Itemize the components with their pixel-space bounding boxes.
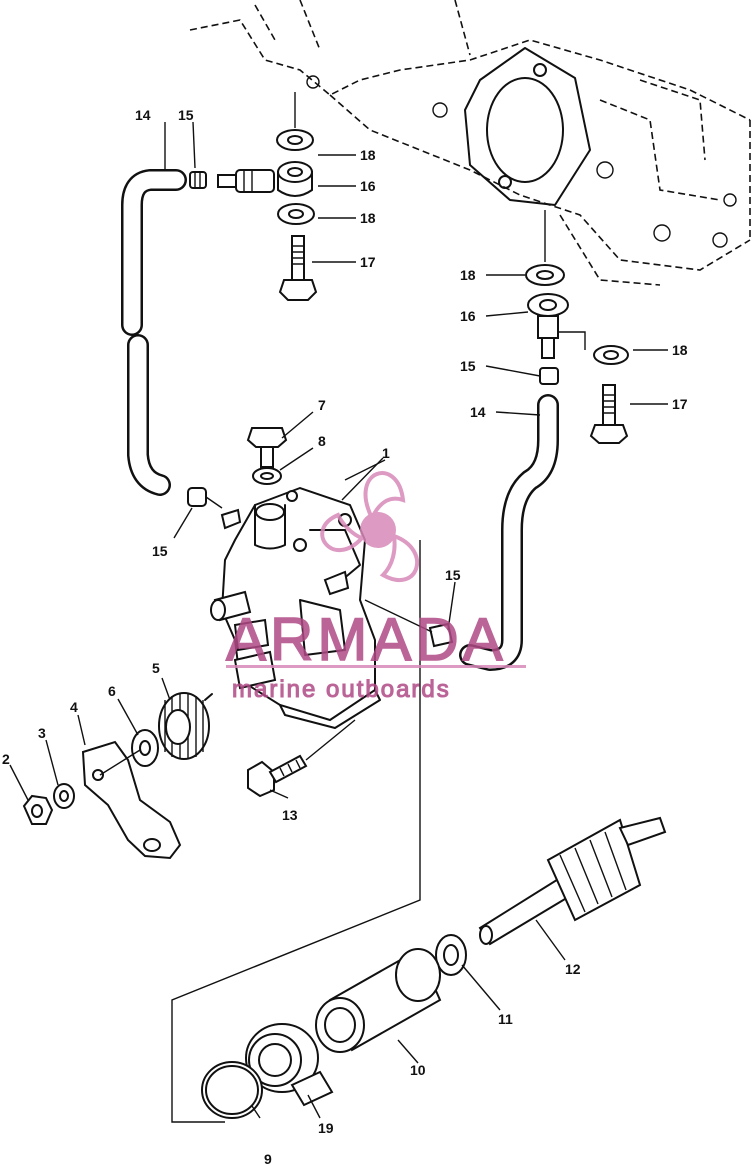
callout-3: 3: [38, 725, 46, 741]
hose-14-right: [459, 394, 559, 671]
propeller-logo-icon: [320, 471, 420, 583]
washer-18-a: [276, 129, 314, 151]
callout-2: 2: [2, 751, 10, 767]
callout-8: 8: [318, 433, 326, 449]
callout-leaders: [9, 121, 668, 1119]
callout-10: 10: [410, 1062, 426, 1078]
callout-17-a: 17: [360, 254, 376, 270]
clip-15-left: [187, 487, 223, 509]
gear-5: [158, 692, 213, 760]
callout-19: 19: [318, 1120, 334, 1136]
bolt-7: [246, 427, 288, 468]
clip-15-top: [189, 171, 207, 189]
washer-3: [53, 783, 75, 809]
callout-18-c: 18: [460, 267, 476, 283]
o-ring-9: [201, 1061, 263, 1119]
union-16-b: [527, 293, 586, 359]
callout-17-b: 17: [672, 396, 688, 412]
mounting-flange: [464, 47, 591, 206]
lever-4: [81, 740, 182, 860]
bolt-13: [247, 719, 356, 798]
drive-shaft-12: [478, 816, 667, 946]
housing-19: [245, 1023, 334, 1107]
oil-pump-body: [210, 486, 454, 729]
washer-18-c: [525, 264, 565, 286]
callout-15-top: 15: [178, 107, 194, 123]
callout-15-left: 15: [152, 543, 168, 559]
callout-18-b: 18: [360, 210, 376, 226]
union-16-a: [277, 161, 313, 197]
clip-15-right: [539, 367, 559, 385]
callout-16-a: 16: [360, 178, 376, 194]
nut-2: [22, 794, 54, 825]
watermark-brand: ARMADA: [226, 606, 507, 673]
callout-9: 9: [264, 1151, 272, 1166]
callout-4: 4: [70, 699, 78, 715]
bolt-17-b: [589, 384, 629, 444]
callout-15-right: 15: [460, 358, 476, 374]
hose-14-left: [121, 169, 187, 496]
watermark-tagline: marine outboards: [232, 676, 451, 703]
washer-11: [435, 934, 467, 976]
callout-6: 6: [108, 683, 116, 699]
callout-14-right: 14: [470, 404, 486, 420]
fitting-top: [217, 169, 275, 193]
callout-7: 7: [318, 397, 326, 413]
callout-labels: 14 15 18 16 18 17 18 16 15 18 17 14 7 8 …: [2, 107, 688, 1166]
callout-1: 1: [382, 445, 390, 461]
callout-18-a: 18: [360, 147, 376, 163]
washer-18-d: [593, 345, 629, 365]
sleeve-10: [315, 948, 442, 1053]
callout-14-left: 14: [135, 107, 151, 123]
callout-18-d: 18: [672, 342, 688, 358]
washer-8: [252, 467, 282, 485]
bolt-17-a: [278, 235, 318, 301]
engine-block-outline: [189, 0, 751, 286]
callout-5: 5: [152, 660, 160, 676]
washer-18-b: [277, 203, 315, 225]
callout-15-mid: 15: [445, 567, 461, 583]
watermark: ARMADA marine outboards: [225, 471, 526, 704]
callout-12: 12: [565, 961, 581, 977]
callout-16-b: 16: [460, 308, 476, 324]
washer-6: [131, 729, 159, 767]
callout-11: 11: [498, 1011, 513, 1027]
callout-13: 13: [282, 807, 298, 823]
